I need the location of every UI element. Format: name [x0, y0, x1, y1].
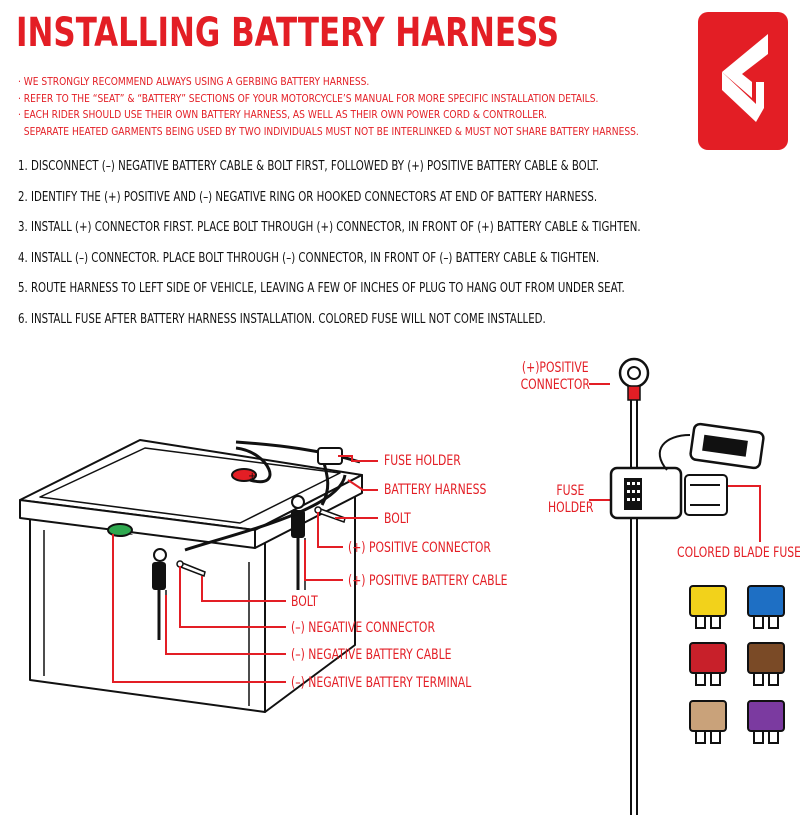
step-item: 3. INSTALL (+) CONNECTOR FIRST. PLACE BO… [18, 219, 641, 235]
step-item: 6. INSTALL FUSE AFTER BATTERY HARNESS IN… [18, 310, 546, 327]
label-positive-connector-right: (+)POSITIVE CONNECTOR [520, 360, 591, 394]
step-item: 1. DISCONNECT (–) NEGATIVE BATTERY CABLE… [18, 158, 599, 174]
svg-text:–: – [128, 529, 133, 540]
label-battery-harness: BATTERY HARNESS [384, 482, 487, 498]
label-line: CONNECTOR [520, 377, 590, 393]
label-line: HOLDER [548, 500, 594, 516]
page-title: INSTALLING BATTERY HARNESS [16, 10, 560, 56]
label-colored-blade-fuse: COLORED BLADE FUSE [677, 545, 800, 561]
step-item: 5. ROUTE HARNESS TO LEFT SIDE OF VEHICLE… [18, 280, 625, 296]
label-negative-battery-cable: (–) NEGATIVE BATTERY CABLE [291, 647, 452, 663]
label-positive-battery-cable: (+) POSITIVE BATTERY CABLE [348, 573, 508, 589]
note-item: SEPARATE HEATED GARMENTS BEING USED BY T… [18, 124, 639, 138]
note-item: · EACH RIDER SHOULD USE THEIR OWN BATTER… [18, 108, 547, 121]
note-item: · WE STRONGLY RECOMMEND ALWAYS USING A G… [18, 75, 370, 88]
label-fuse-holder-right: FUSE HOLDER [548, 483, 593, 517]
svg-text:+: + [248, 471, 256, 482]
recommendation-notes: · WE STRONGLY RECOMMEND ALWAYS USING A G… [18, 74, 698, 140]
label-line: (+)POSITIVE [521, 360, 589, 376]
gerbing-logo-icon [698, 12, 788, 150]
label-negative-connector: (–) NEGATIVE CONNECTOR [291, 620, 435, 636]
installation-steps: 1. DISCONNECT (–) NEGATIVE BATTERY CABLE… [18, 158, 759, 341]
label-bolt-positive: BOLT [384, 511, 411, 527]
step-item: 2. IDENTIFY THE (+) POSITIVE AND (–) NEG… [18, 188, 598, 205]
step-item: 4. INSTALL (–) CONNECTOR. PLACE BOLT THR… [18, 249, 600, 266]
note-item: · REFER TO THE “SEAT” & “BATTERY” SECTIO… [18, 91, 599, 105]
label-fuse-holder: FUSE HOLDER [384, 453, 461, 469]
label-negative-battery-terminal: (–) NEGATIVE BATTERY TERMINAL [291, 675, 472, 691]
label-bolt-negative: BOLT [291, 594, 318, 610]
label-line: FUSE [556, 483, 585, 499]
battery-diagram: + – [0, 340, 800, 815]
battery-illustration: + – [19, 357, 785, 815]
label-positive-connector: (+) POSITIVE CONNECTOR [348, 540, 491, 556]
